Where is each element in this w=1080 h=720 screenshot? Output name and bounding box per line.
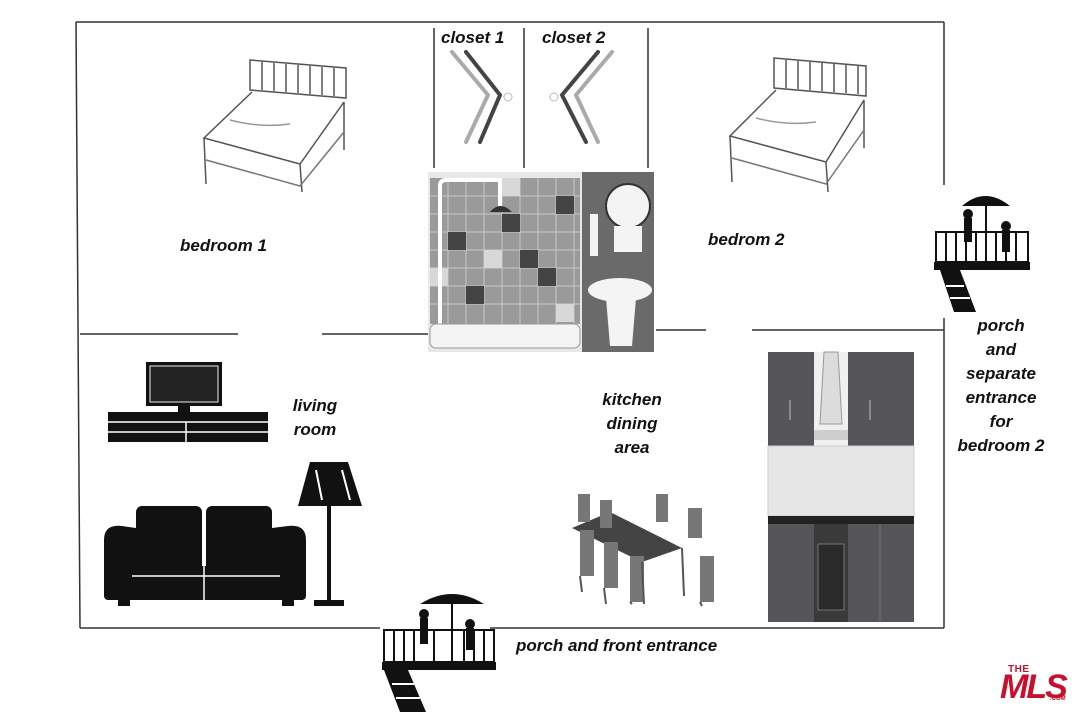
side-porch-line: separate: [966, 364, 1036, 383]
mls-logo: THE MLS .COM: [998, 662, 1070, 708]
front-porch-icon: [382, 594, 496, 712]
sofa-icon: [104, 506, 306, 606]
side-porch-line: and: [985, 340, 1017, 359]
walls: [75, 21, 945, 629]
bed-2-icon: [728, 57, 867, 193]
logo-com: .COM: [1050, 696, 1066, 702]
side-porch-line: porch: [977, 316, 1025, 335]
closet-2-label: closet 2: [542, 28, 606, 47]
bathroom-icon: [428, 172, 654, 352]
closet-2-door-icon: [549, 50, 614, 144]
closet-1-label: closet 1: [441, 28, 505, 47]
kitchen-line: kitchen: [602, 390, 662, 409]
closet-1-door-icon: [450, 50, 513, 144]
side-porch-icon: [934, 196, 1030, 312]
kitchen-line: area: [614, 438, 650, 457]
bedroom-1-label: bedroom 1: [180, 236, 267, 255]
bedroom-2-label: bedrom 2: [708, 230, 785, 249]
side-porch-label: porch and separate entrance for bedroom …: [946, 314, 1056, 458]
kitchen-icon: [767, 351, 915, 622]
floor-lamp-icon: [298, 462, 362, 606]
living-room-line: living: [292, 396, 338, 415]
front-porch-label: porch and front entrance: [516, 636, 718, 655]
living-room-line: room: [293, 420, 337, 439]
side-porch-line: for: [989, 412, 1013, 431]
logo-the: THE: [1008, 664, 1030, 675]
bed-1-icon: [202, 59, 347, 193]
kitchen-label: kitchen dining area: [592, 388, 672, 460]
tv-icon: [108, 362, 268, 442]
dining-table-icon: [572, 494, 714, 607]
side-porch-line: bedroom 2: [957, 436, 1045, 455]
side-porch-line: entrance: [965, 388, 1037, 407]
logo-mls: MLS: [1000, 668, 1068, 706]
kitchen-line: dining: [606, 414, 658, 433]
living-room-label: living room: [284, 394, 346, 442]
